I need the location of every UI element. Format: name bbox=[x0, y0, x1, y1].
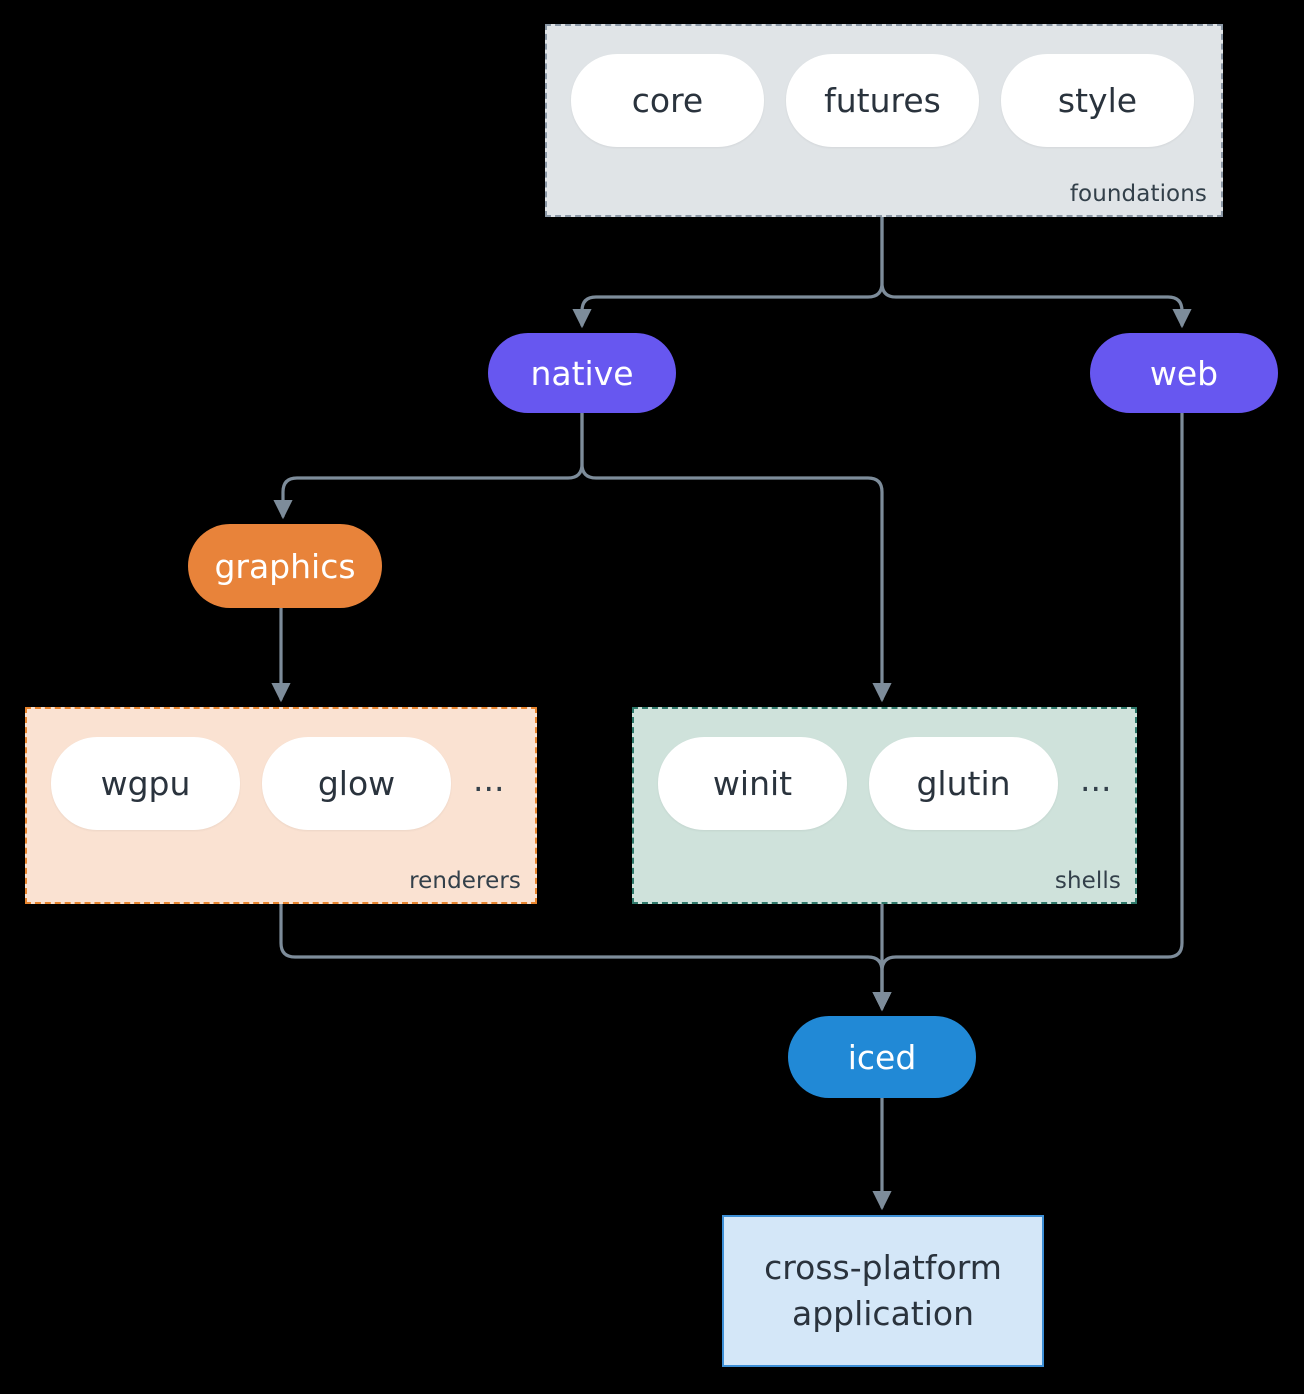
group-label-foundations: foundations bbox=[1069, 181, 1207, 207]
group-label-renderers: renderers bbox=[409, 868, 521, 894]
node-graphics[interactable]: graphics bbox=[188, 524, 382, 608]
foundations-item-style[interactable]: style bbox=[1001, 54, 1194, 147]
foundations-item-futures[interactable]: futures bbox=[786, 54, 979, 147]
shells-item-glutin[interactable]: glutin bbox=[869, 737, 1058, 830]
edge-native-to-shells bbox=[580, 411, 892, 703]
shells-item-row: winit glutin ... bbox=[658, 737, 1111, 830]
edge-renderers-to-iced bbox=[279, 902, 892, 1012]
foundations-item-core[interactable]: core bbox=[571, 54, 764, 147]
renderers-item-wgpu[interactable]: wgpu bbox=[51, 737, 240, 830]
group-renderers: wgpu glow ... renderers bbox=[25, 707, 537, 904]
application-label-line2: application bbox=[791, 1294, 975, 1333]
node-cross-platform-application[interactable]: cross-platform application bbox=[722, 1215, 1044, 1367]
shells-item-winit[interactable]: winit bbox=[658, 737, 847, 830]
edge-native-to-graphics bbox=[273, 411, 584, 520]
edge-foundations-to-web bbox=[880, 215, 1192, 329]
edge-foundations-to-native bbox=[572, 215, 884, 329]
group-foundations: core futures style foundations bbox=[545, 24, 1223, 217]
group-shells: winit glutin ... shells bbox=[632, 707, 1137, 904]
renderers-item-row: wgpu glow ... bbox=[51, 737, 504, 830]
foundations-item-row: core futures style bbox=[571, 54, 1194, 147]
shells-more-ellipsis: ... bbox=[1080, 760, 1112, 799]
renderers-more-ellipsis: ... bbox=[473, 760, 505, 799]
application-label-line1: cross-platform bbox=[764, 1248, 1002, 1288]
renderers-item-glow[interactable]: glow bbox=[262, 737, 451, 830]
group-label-shells: shells bbox=[1054, 868, 1121, 894]
node-native[interactable]: native bbox=[488, 333, 676, 413]
node-web[interactable]: web bbox=[1090, 333, 1278, 413]
node-iced[interactable]: iced bbox=[788, 1016, 976, 1098]
